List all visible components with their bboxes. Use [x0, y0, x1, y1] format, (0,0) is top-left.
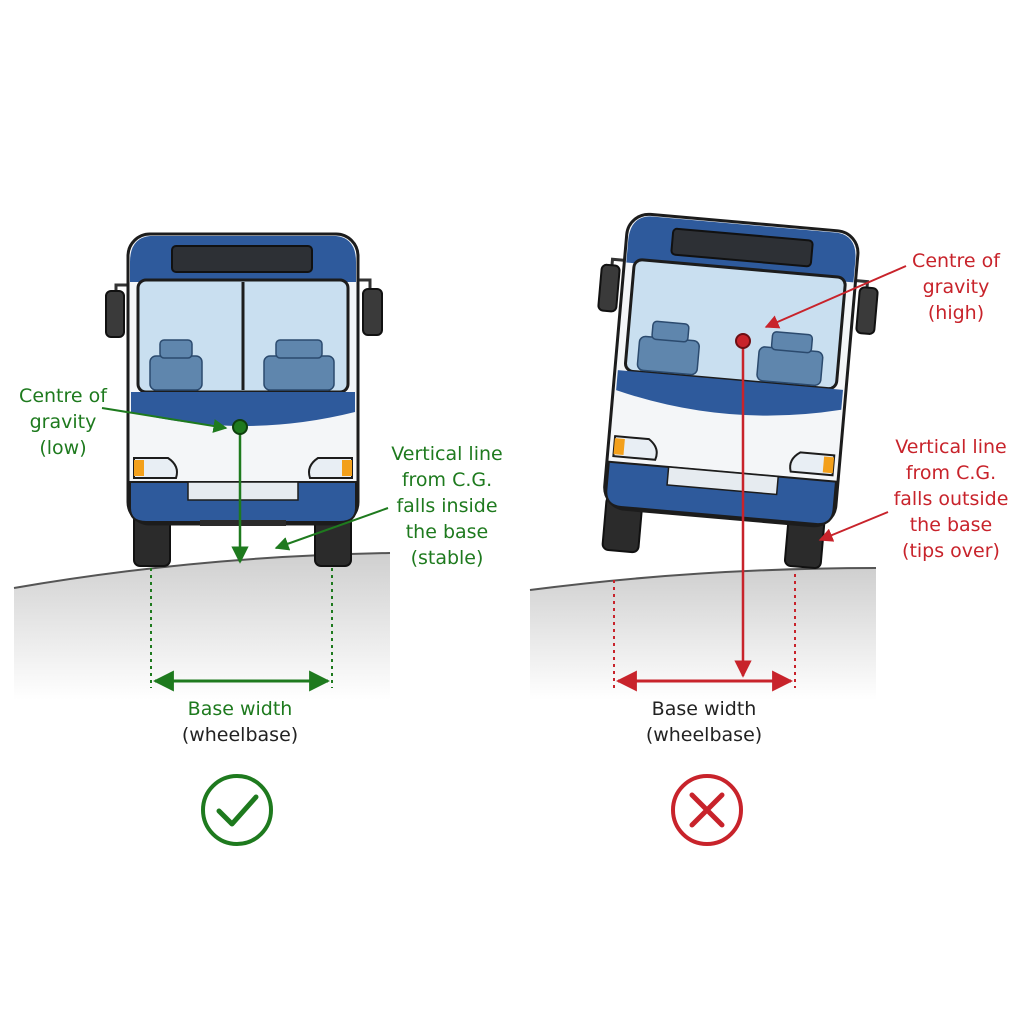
vertical-line-label-unstable-line-3: falls outside	[893, 488, 1009, 510]
seat-left	[149, 355, 203, 391]
base-width-label-stable-line-2: (wheelbase)	[181, 724, 299, 746]
road-right-edge	[529, 567, 877, 591]
base-width-label-unstable-line-2: (wheelbase)	[645, 724, 763, 746]
destination-display	[171, 245, 313, 273]
vertical-line-label-stable-line-3: falls inside	[396, 495, 498, 517]
seat-right	[263, 355, 335, 391]
cg-marker-stable	[232, 419, 248, 435]
bumper	[129, 481, 357, 523]
cg-label-unstable-line-2: gravity	[922, 276, 990, 298]
vertical-line-label-stable: Vertical line from C.G. falls inside the…	[382, 441, 512, 571]
left-mirror	[597, 263, 621, 313]
destination-display	[670, 227, 814, 268]
vertical-line-label-unstable-line-5: (tips over)	[902, 540, 1000, 562]
vertical-line-label-stable-line-2: from C.G.	[401, 469, 493, 491]
front-band	[131, 392, 355, 426]
vertical-line-label-stable-line-5: (stable)	[410, 547, 484, 569]
cg-label-stable-line-2: gravity	[29, 411, 97, 433]
base-width-label-stable: Base width (wheelbase)	[160, 696, 320, 748]
right-mirror	[855, 286, 879, 335]
base-width-label-unstable-line-1: Base width	[651, 698, 757, 720]
right-headlight	[308, 457, 353, 479]
vertical-line-label-stable-line-4: the base	[405, 521, 489, 543]
cg-label-unstable-line-1: Centre of	[912, 250, 1000, 272]
line-pointer-unstable	[818, 511, 889, 542]
left-headlight	[133, 457, 178, 479]
cg-label-unstable: Centre of gravity (high)	[900, 248, 1012, 326]
cg-pointer-stable	[101, 407, 228, 433]
cg-label-unstable-line-3: (high)	[927, 302, 985, 324]
cg-marker-unstable	[735, 333, 751, 349]
seat-right	[756, 346, 824, 387]
stable-panel	[13, 232, 391, 846]
left-mirror	[105, 290, 125, 338]
stable-bus	[105, 232, 383, 567]
vertical-line-label-unstable: Vertical line from C.G. falls outside th…	[882, 434, 1020, 564]
front-band	[616, 370, 844, 416]
line-pointer-stable	[274, 507, 389, 551]
right-mirror	[362, 288, 383, 336]
cg-label-stable: Centre of gravity (low)	[8, 383, 118, 461]
cg-label-stable-line-3: (low)	[39, 437, 87, 459]
check-icon	[201, 774, 273, 846]
seat-left	[636, 335, 700, 376]
cg-pointer-unstable	[764, 265, 907, 329]
vertical-line-label-unstable-line-2: from C.G.	[905, 462, 997, 484]
cg-label-stable-line-1: Centre of	[19, 385, 107, 407]
cross-icon	[671, 774, 743, 846]
unstable-panel	[529, 212, 907, 846]
base-width-label-stable-line-1: Base width	[187, 698, 293, 720]
tilted-bus	[597, 212, 879, 570]
vertical-line-label-stable-line-1: Vertical line	[391, 443, 503, 465]
vertical-line-label-unstable-line-1: Vertical line	[895, 436, 1007, 458]
base-width-label-unstable: Base width (wheelbase)	[624, 696, 784, 748]
road-right	[530, 568, 876, 700]
road-left	[14, 553, 390, 700]
vertical-line-label-unstable-line-4: the base	[909, 514, 993, 536]
